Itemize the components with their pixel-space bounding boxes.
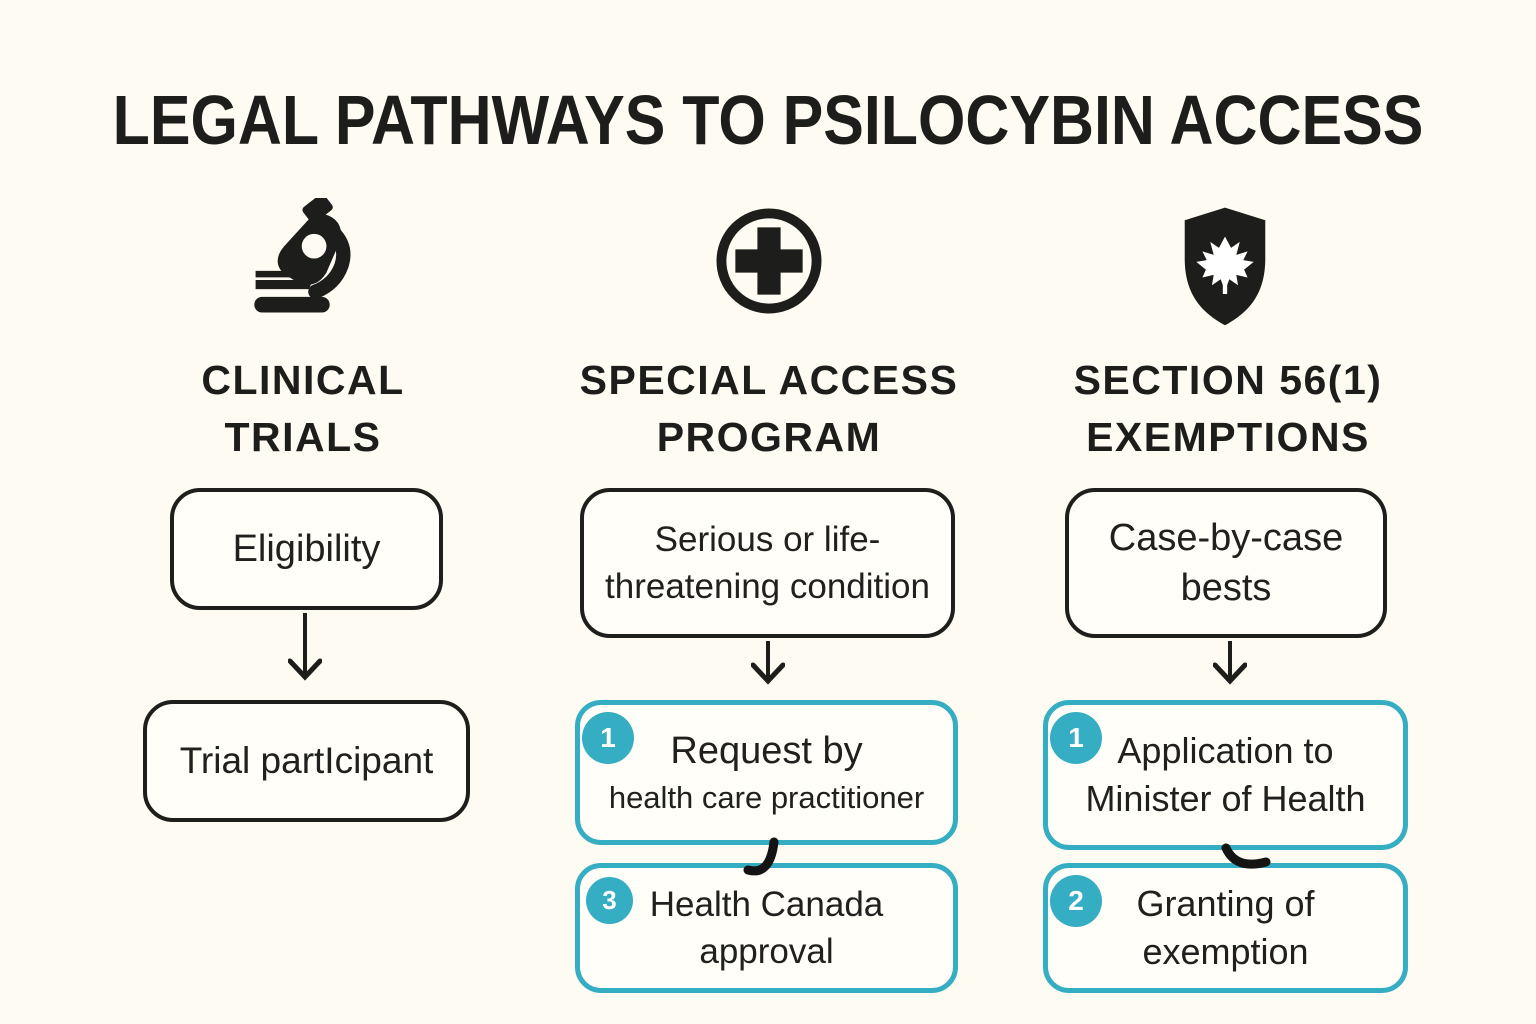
flow-box-health-canada-approval: 3 Health Canada approval	[575, 863, 958, 993]
medical-cross-icon	[711, 203, 827, 319]
box-label-line: approval	[699, 932, 834, 971]
step-number-badge: 1	[1050, 712, 1102, 764]
flow-box-granting-exemption: 2 Granting of exemption	[1043, 863, 1408, 993]
heading-line: SECTION 56(1)	[1073, 357, 1383, 403]
box-label-line: Case-by-case	[1108, 517, 1344, 559]
box-label-line: health care practitioner	[608, 779, 925, 815]
heading-line: EXEMPTIONS	[1086, 414, 1370, 460]
box-label-line: Granting of	[1136, 883, 1315, 924]
arrow-down-icon	[288, 613, 322, 697]
flow-box-application-minister: 1 Application to Minister of Health	[1043, 700, 1408, 850]
box-label-line: threatening condition	[605, 567, 930, 606]
flow-box-case-by-case: Case-by-case bests	[1065, 488, 1387, 638]
column-heading-section-56: SECTION 56(1) EXEMPTIONS	[968, 352, 1488, 466]
flow-box-trial-participant: Trial partIcipant	[143, 700, 470, 822]
box-label-line: Minister of Health	[1085, 778, 1366, 819]
arrow-down-icon	[1213, 641, 1247, 699]
heading-line: CLINICAL	[201, 357, 405, 403]
box-label: Eligibility	[232, 528, 381, 570]
box-label: Trial partIcipant	[179, 740, 434, 781]
step-number-badge: 3	[586, 877, 633, 924]
page-title: LEGAL PATHWAYS TO PSILOCYBIN ACCESS	[112, 81, 1424, 159]
microscope-icon	[240, 198, 370, 336]
connector-arc	[740, 836, 800, 878]
box-label-line: Health Canada	[649, 885, 884, 924]
heading-line: PROGRAM	[656, 414, 882, 460]
box-label-line: Serious or life-	[654, 520, 881, 559]
step-number-badge: 2	[1050, 875, 1102, 927]
heading-line: SPECIAL ACCESS	[579, 357, 959, 403]
box-label-line: Request by	[670, 729, 863, 772]
shield-maple-leaf-icon	[1172, 202, 1278, 334]
box-label-line: bests	[1180, 567, 1272, 609]
flow-box-eligibility: Eligibility	[170, 488, 443, 610]
step-number-badge: 1	[582, 712, 634, 764]
column-heading-special-access: SPECIAL ACCESS PROGRAM	[509, 352, 1029, 466]
heading-line: TRIALS	[224, 414, 382, 460]
flow-box-request-practitioner: 1 Request by health care practitioner	[575, 700, 958, 845]
column-heading-clinical-trials: CLINICAL TRIALS	[43, 352, 563, 466]
box-label-line: exemption	[1142, 931, 1309, 972]
connector-arc	[1218, 842, 1278, 874]
flow-box-serious-condition: Serious or life- threatening condition	[580, 488, 955, 638]
box-label-line: Application to	[1117, 730, 1334, 771]
arrow-down-icon	[751, 641, 785, 699]
